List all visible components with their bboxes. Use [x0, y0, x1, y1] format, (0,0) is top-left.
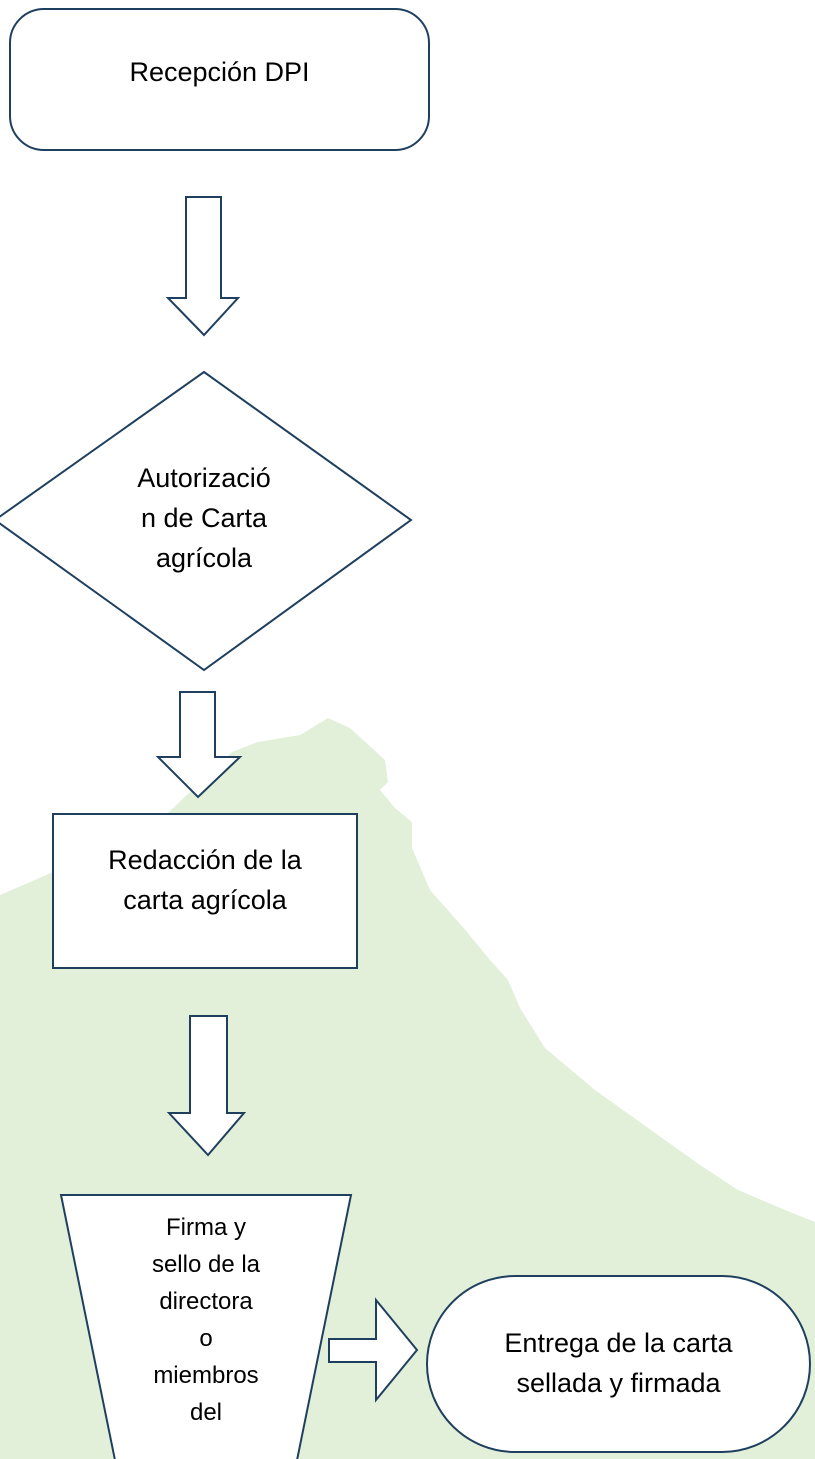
signature-node-shape [59, 1194, 353, 1459]
arrow-down-3 [166, 1015, 247, 1157]
arrow-right-1 [328, 1297, 419, 1403]
signature-label: Firma y sello de la directora o miembros… [151, 1214, 261, 1426]
authorization-decision-shape [0, 370, 413, 672]
arrow-down-2 [155, 691, 243, 799]
delivery-label: Entrega de la carta sellada y firmada [504, 1328, 733, 1398]
reception-label: Recepción DPI [129, 57, 310, 87]
delivery-node-shape [426, 1275, 811, 1453]
drafting-node-shape [52, 813, 358, 969]
authorization-label: Autorizació n de Carta agrícola [137, 463, 271, 573]
reception-node-shape [9, 8, 430, 151]
drafting-label: Redacción de la carta agrícola [108, 845, 302, 915]
arrow-down-1 [165, 196, 241, 337]
